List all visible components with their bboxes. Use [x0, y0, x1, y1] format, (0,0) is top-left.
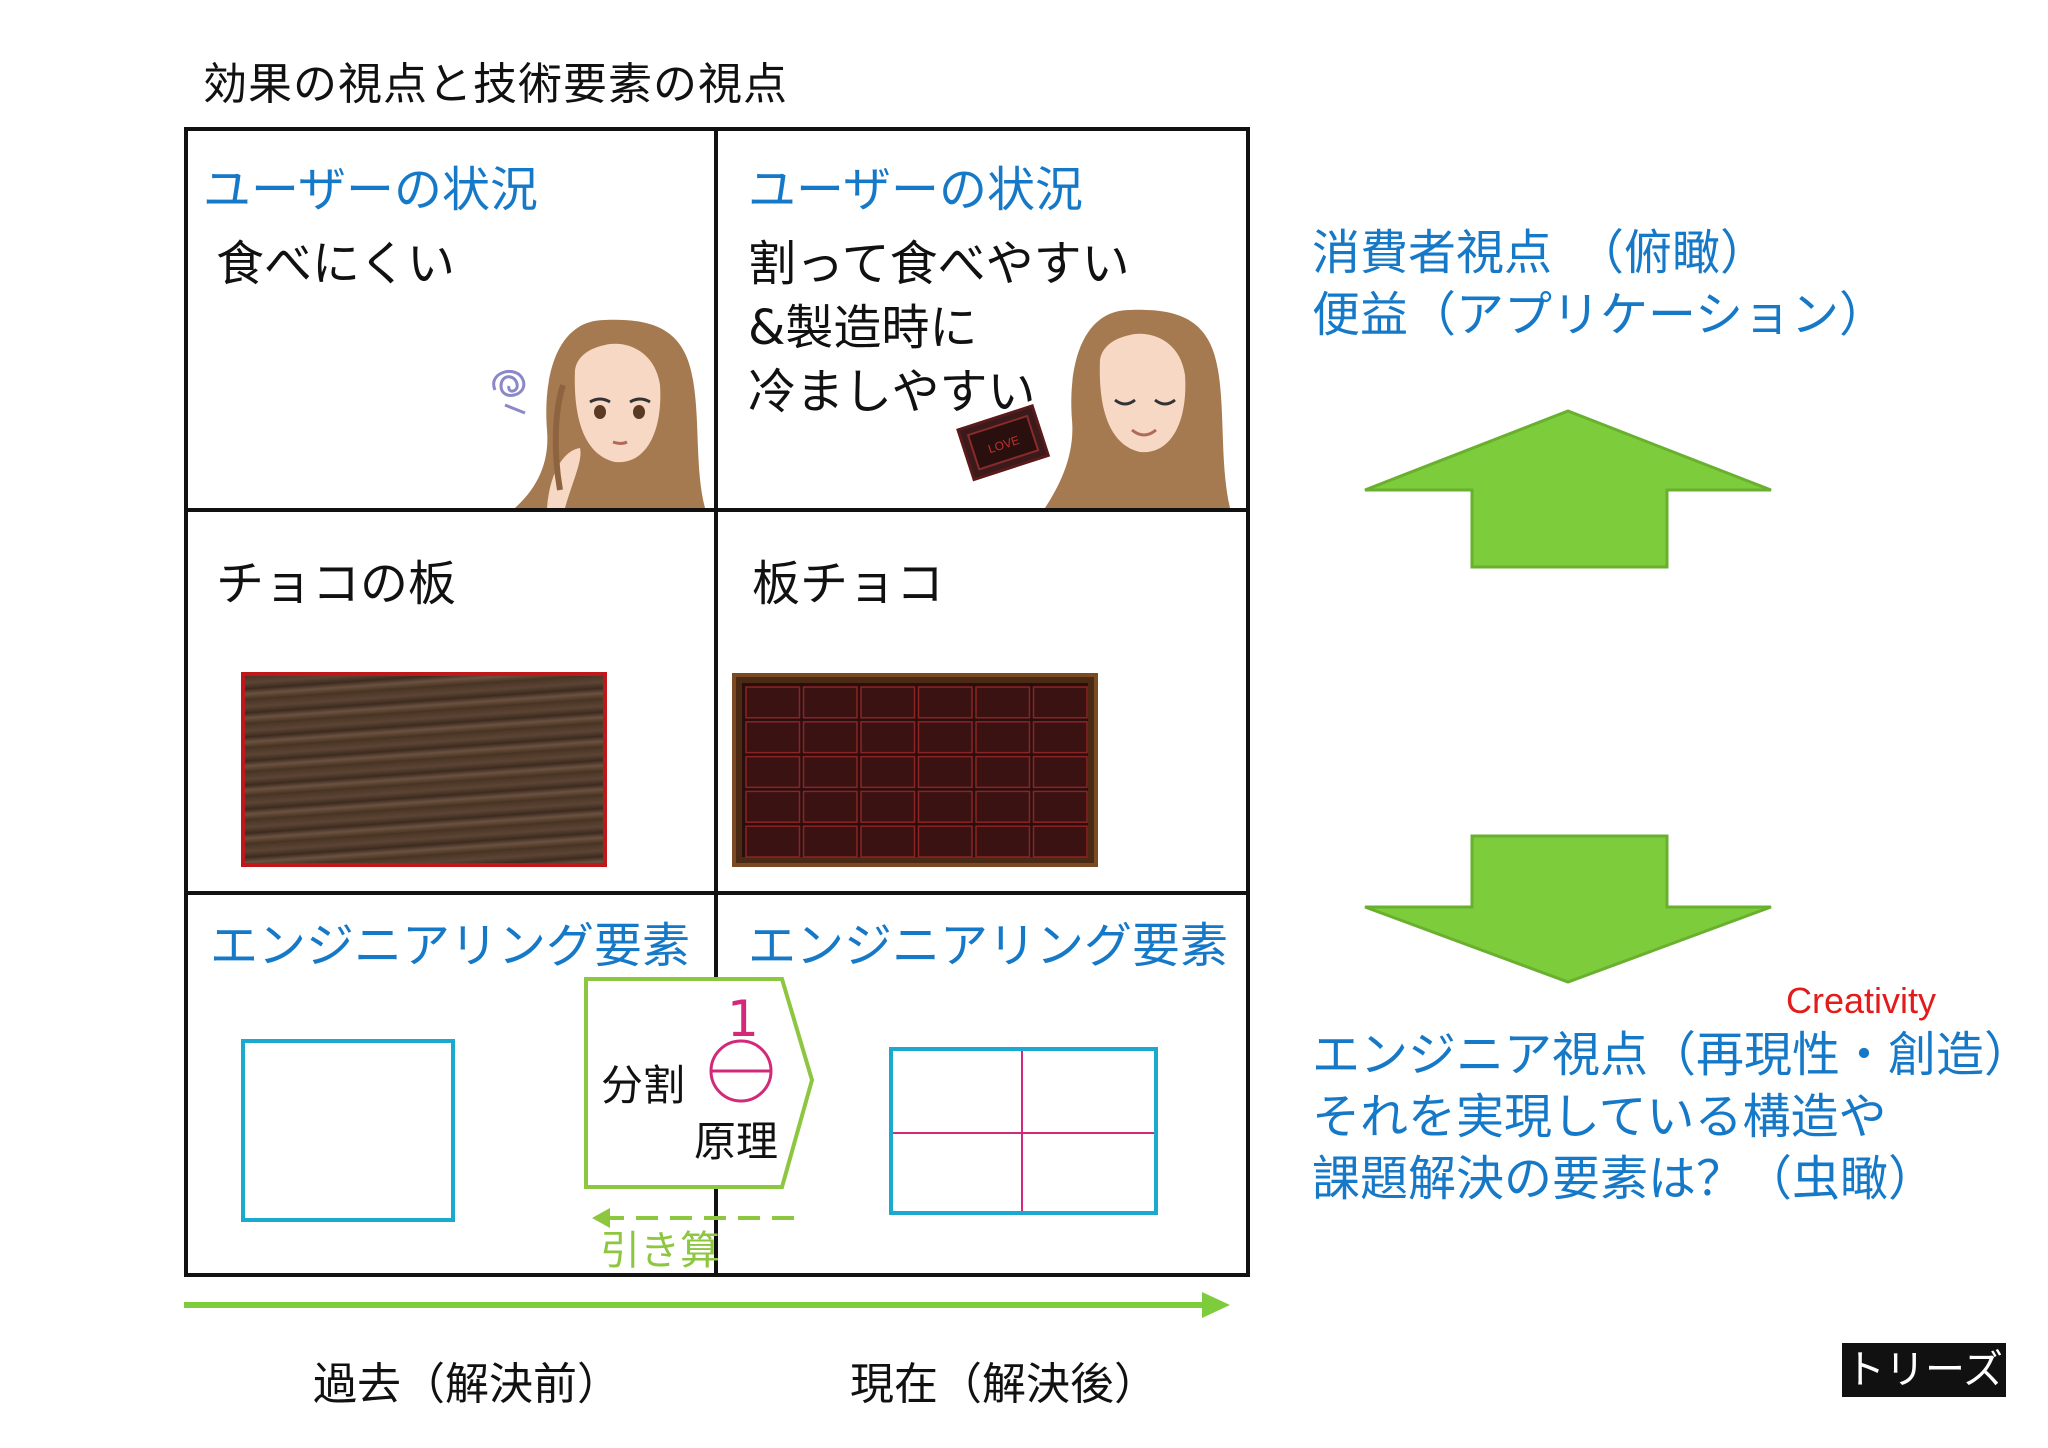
- chocolate-segment: [802, 790, 858, 823]
- creativity-label: Creativity: [1786, 980, 1937, 1021]
- chocolate-segment: [860, 721, 916, 754]
- engineer-view-line-1: エンジニア視点（再現性・創造）: [1312, 1027, 2033, 1083]
- chocolate-segment: [745, 686, 801, 719]
- consumer-view-line-1: 消費者視点 （俯瞰）: [1312, 225, 1769, 281]
- divided-block-diagram: [889, 1047, 1158, 1215]
- chocolate-segment: [860, 825, 916, 858]
- chocolate-bar-image: [732, 673, 1098, 867]
- chocolate-segment: [975, 755, 1031, 789]
- chocolate-segment: [917, 755, 973, 789]
- mid-left-label: チョコの板: [216, 556, 457, 612]
- top-right-line-2: &製造時に: [748, 300, 978, 356]
- engineer-view-line-2: それを実現している構造や: [1312, 1089, 1887, 1145]
- chocolate-segment: [975, 825, 1031, 858]
- confused-woman-illustration: [492, 319, 705, 508]
- subtraction-arrow: [592, 1208, 802, 1228]
- chocolate-segment: [860, 755, 916, 789]
- confusion-scribble-icon: [492, 369, 526, 415]
- up-arrow-icon: [1364, 409, 1772, 569]
- top-right-heading: ユーザーの状況: [748, 162, 1084, 218]
- mid-right-label: 板チョコ: [752, 556, 945, 612]
- chocolate-segment: [1032, 755, 1088, 789]
- chocolate-segment: [802, 825, 858, 858]
- chocolate-segment: [1032, 721, 1088, 754]
- chocolate-segment: [860, 686, 916, 719]
- happy-woman-illustration: LOVE: [956, 309, 1230, 508]
- top-left-text: 食べにくい: [216, 236, 456, 292]
- chocolate-segment: [1032, 686, 1088, 719]
- chocolate-segment: [975, 721, 1031, 754]
- wooden-board-image: [241, 672, 607, 867]
- top-left-heading: ユーザーの状況: [203, 162, 539, 218]
- chocolate-segment: [1032, 825, 1088, 858]
- chocolate-segment: [860, 790, 916, 823]
- chocolate-segment: [802, 721, 858, 754]
- bottom-left-heading: エンジニアリング要素: [210, 918, 691, 974]
- chocolate-piece-icon: LOVE: [956, 404, 1051, 482]
- grid-divider-vertical: [714, 127, 718, 1277]
- principle-number: 1: [727, 990, 759, 1048]
- chocolate-segment: [1032, 790, 1088, 823]
- consumer-view-line-2: 便益（アプリケーション）: [1312, 287, 1888, 343]
- chocolate-segment: [745, 721, 801, 754]
- down-arrow-icon: [1364, 834, 1772, 984]
- chocolate-segment: [745, 755, 801, 789]
- chocolate-segment: [917, 686, 973, 719]
- subtraction-label: 引き算: [600, 1228, 720, 1274]
- top-right-line-3: 冷ましやすい: [748, 364, 1036, 420]
- page-title: 効果の視点と技術要素の視点: [203, 59, 788, 110]
- grid-divider-row2: [184, 891, 1250, 895]
- chocolate-segment: [802, 686, 858, 719]
- triz-badge: トリーズ: [1842, 1343, 2006, 1397]
- axis-present-label: 現在（解決後）: [850, 1359, 1158, 1410]
- chocolate-segment: [975, 790, 1031, 823]
- division-line-vertical: [1021, 1051, 1023, 1211]
- engineer-view-line-3: 課題解決の要素は？（虫瞰）: [1312, 1151, 1937, 1207]
- chocolate-segment: [745, 825, 801, 858]
- undivided-block-diagram: [241, 1039, 455, 1222]
- chocolate-segment: [975, 686, 1031, 719]
- axis-past-label: 過去（解決前）: [313, 1359, 621, 1410]
- segmentation-principle-tag: [584, 977, 815, 1189]
- right-arrow-icon: [184, 1292, 1230, 1318]
- chocolate-segment: [745, 790, 801, 823]
- principle-label-1: 分割: [601, 1061, 686, 1110]
- bottom-right-heading: エンジニアリング要素: [748, 918, 1229, 974]
- grid-divider-row1: [184, 508, 1250, 512]
- division-line-horizontal: [893, 1132, 1154, 1134]
- chocolate-segment: [802, 755, 858, 789]
- chocolate-segment: [917, 825, 973, 858]
- chocolate-segment: [917, 790, 973, 823]
- chocolate-segment: [917, 721, 973, 754]
- principle-label-2: 原理: [694, 1117, 779, 1166]
- top-right-line-1: 割って食べやすい: [748, 236, 1130, 292]
